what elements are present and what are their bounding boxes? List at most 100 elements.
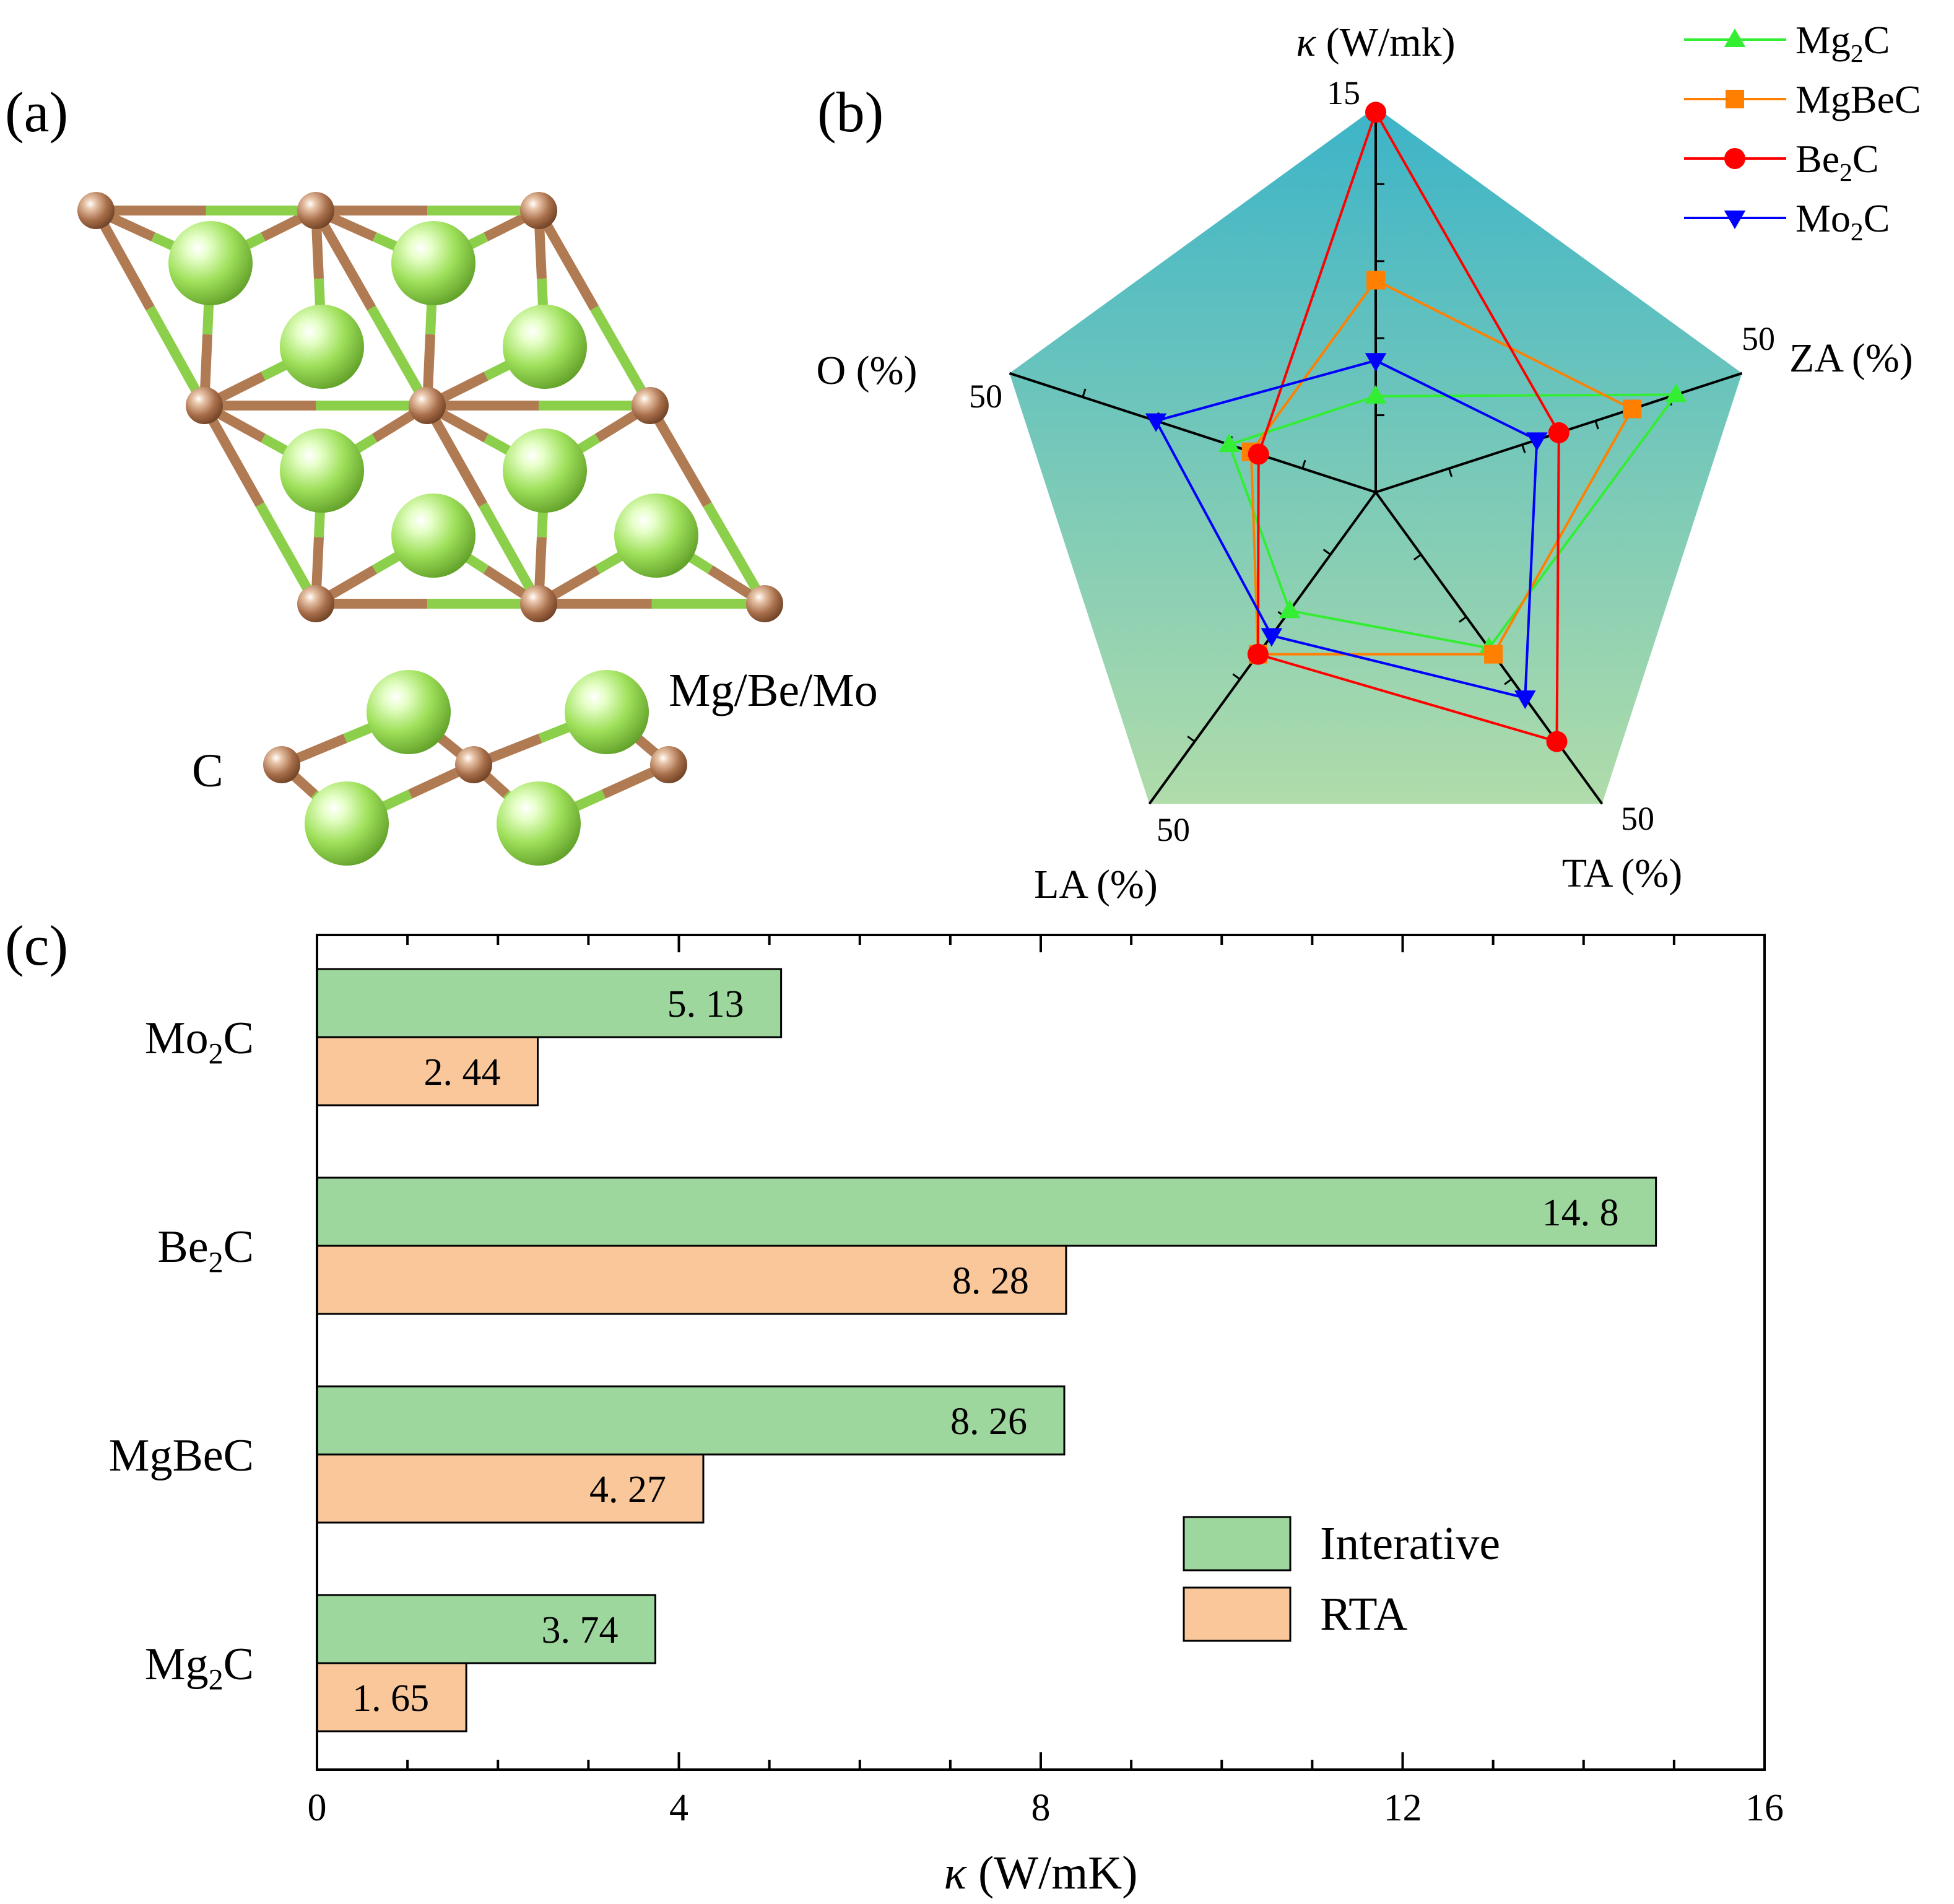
radar-axis-tick: [1504, 678, 1513, 685]
radar-axis-title: O (%): [816, 348, 917, 393]
carbon-atom: [632, 387, 669, 424]
metal-atom: [614, 493, 698, 578]
bar-value-label: 14. 8: [1542, 1192, 1619, 1234]
radar-point: [1248, 443, 1269, 465]
carbon-atom: [455, 746, 492, 783]
legend-label: Be2C: [1796, 137, 1879, 186]
bond-carbon-half: [646, 402, 712, 508]
carbon-atom: [77, 192, 115, 229]
radar-point: [1665, 383, 1687, 402]
carbon-atom: [263, 746, 300, 783]
legend-swatch: [1183, 1586, 1292, 1642]
radar-point: [1366, 271, 1385, 290]
radar-axis-tick: [1459, 616, 1467, 623]
radar-series-line: [1249, 278, 1634, 656]
radar-point: [1623, 399, 1642, 419]
radar-axis-title: TA (%): [1562, 851, 1683, 896]
metal-atom: [280, 428, 364, 513]
bar-value-label: 1. 65: [352, 1677, 429, 1719]
y-category-label: Mo2C: [145, 1013, 254, 1070]
radar-axis-max-label: 50: [969, 378, 1002, 415]
metal-atom: [565, 670, 649, 754]
bond-carbon-half: [423, 403, 487, 507]
radar-series-line: [1154, 359, 1539, 700]
radar-axis-tick: [1301, 459, 1306, 469]
panel-label-c: (c): [5, 914, 68, 977]
panel-label-a: (a): [5, 80, 68, 144]
x-tick-label: 4: [669, 1787, 688, 1829]
bar: [316, 1036, 539, 1106]
radar-axis-title: LA (%): [1034, 862, 1158, 907]
radar-axis-max-label: 50: [1742, 320, 1775, 357]
y-category-label: MgBeC: [109, 1430, 254, 1481]
carbon-atom: [297, 192, 334, 229]
bond-metal-half: [145, 305, 209, 408]
bar-value-label: 5. 13: [667, 983, 744, 1025]
legend-label: Mg2C: [1796, 18, 1890, 67]
radar-axis-tick: [1594, 420, 1599, 430]
metal-atom: [503, 428, 587, 513]
bond-carbon-half: [92, 208, 155, 311]
bond-carbon-half: [311, 208, 376, 311]
carbon-atom: [186, 387, 223, 424]
radar-point: [1484, 645, 1503, 664]
metal-atom: [305, 781, 389, 866]
x-tick-label: 0: [308, 1787, 327, 1829]
legend-label: Interative: [1320, 1518, 1500, 1570]
metal-atom: [391, 221, 475, 305]
structure-side-view: [263, 670, 687, 866]
bar-value-label: 2. 44: [424, 1051, 501, 1093]
legend-marker: [1724, 148, 1745, 169]
radar-point: [1261, 628, 1283, 647]
radar-point: [1548, 422, 1570, 443]
bond-metal-half: [479, 502, 543, 606]
bar-value-label: 8. 26: [950, 1401, 1027, 1443]
radar-point: [1365, 353, 1387, 372]
carbon-atom-label: C: [192, 745, 224, 797]
metal-atom: [367, 670, 451, 754]
bar: [316, 1385, 1066, 1456]
carbon-atom: [520, 192, 557, 229]
carbon-atom: [297, 585, 334, 622]
radar-axis-max-label: 50: [1621, 800, 1654, 837]
bond-metal-half: [590, 305, 654, 408]
metal-atom: [391, 493, 475, 578]
radar-axis-tick: [1232, 673, 1241, 680]
radar-axis-tick: [1082, 388, 1087, 398]
radar-series-line: [1256, 109, 1560, 744]
carbon-atom: [650, 746, 687, 783]
legend-label: MgBeC: [1796, 77, 1921, 121]
radar-axis-tick: [1448, 468, 1453, 477]
radar-point: [1365, 102, 1386, 123]
carbon-atom: [409, 387, 446, 424]
radar-point: [1365, 385, 1387, 404]
radar-point: [1145, 413, 1167, 432]
y-category-label: Mg2C: [145, 1639, 254, 1696]
bar: [316, 968, 783, 1038]
radar-series-line: [1227, 393, 1679, 650]
bond-carbon-half: [534, 208, 599, 311]
bar-value-label: 4. 27: [589, 1469, 666, 1511]
radar-axis-tick: [1322, 549, 1331, 555]
bar: [316, 1662, 467, 1732]
x-tick-label: 16: [1745, 1787, 1784, 1829]
metal-atom: [503, 305, 587, 389]
legend-swatch: [1183, 1516, 1292, 1571]
radar-axis-max-label: 15: [1327, 74, 1360, 111]
metal-atom: [280, 305, 364, 389]
radar-point: [1279, 599, 1301, 619]
radar-point: [1247, 643, 1269, 665]
radar-point: [1514, 690, 1536, 710]
radar-axis-tick: [1521, 444, 1526, 453]
metal-atom-label: Mg/Be/Mo: [669, 664, 878, 716]
bar-value-label: 3. 74: [542, 1609, 619, 1651]
